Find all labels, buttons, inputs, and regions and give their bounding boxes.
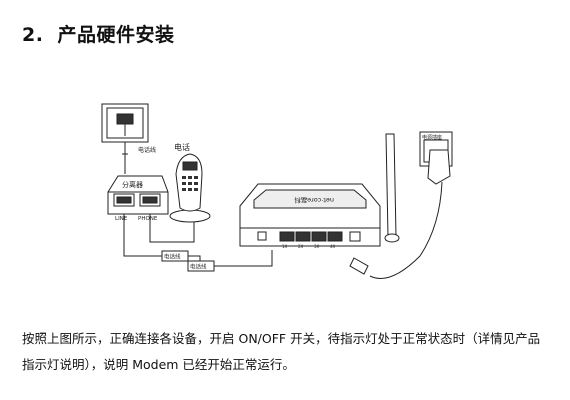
power-outlet-label: 电源插座: [422, 134, 442, 141]
phone-port-label: PHONE: [138, 216, 158, 222]
power-adapter: [427, 149, 451, 185]
lan-port-3-label: 3X: [314, 244, 320, 249]
instruction-line-2: 指示灯说明），说明 Modem 已经开始正常运行。: [22, 357, 295, 372]
lan-port-2-label: 2X: [298, 244, 304, 249]
phone-label: 电话: [174, 142, 190, 152]
section-heading: 2. 产品硬件安装: [22, 20, 174, 47]
modem-brand: net·core磊科: [294, 196, 334, 205]
modem: [239, 183, 381, 247]
phone-line-label-left: 电话线: [164, 253, 181, 261]
phone-line-label-bottom: 电话线: [190, 263, 207, 271]
instruction-paragraph: 按照上图所示，正确连接各设备，开启 ON/OFF 开关，待指示灯处于正常状态时（…: [22, 326, 552, 378]
wall-phone-jack: [101, 103, 149, 143]
power-plug: [349, 257, 369, 275]
splitter-label: 分离器: [122, 180, 143, 189]
installation-diagram: 电话线 分离器 LINE PHONE 电话 电: [101, 103, 453, 279]
splitter: [107, 175, 169, 215]
line-port-label: LINE: [115, 216, 128, 222]
telephone: [169, 153, 211, 223]
phone-line-label-top: 电话线: [138, 146, 156, 154]
lan-port-4-label: 4X: [330, 244, 336, 249]
section-number: 2.: [22, 24, 44, 46]
lan-port-1-label: 1X: [282, 244, 288, 249]
section-title: 产品硬件安装: [57, 24, 175, 46]
instruction-line-1: 按照上图所示，正确连接各设备，开启 ON/OFF 开关，待指示灯处于正常状态时（…: [22, 331, 541, 346]
antenna: [384, 133, 400, 243]
